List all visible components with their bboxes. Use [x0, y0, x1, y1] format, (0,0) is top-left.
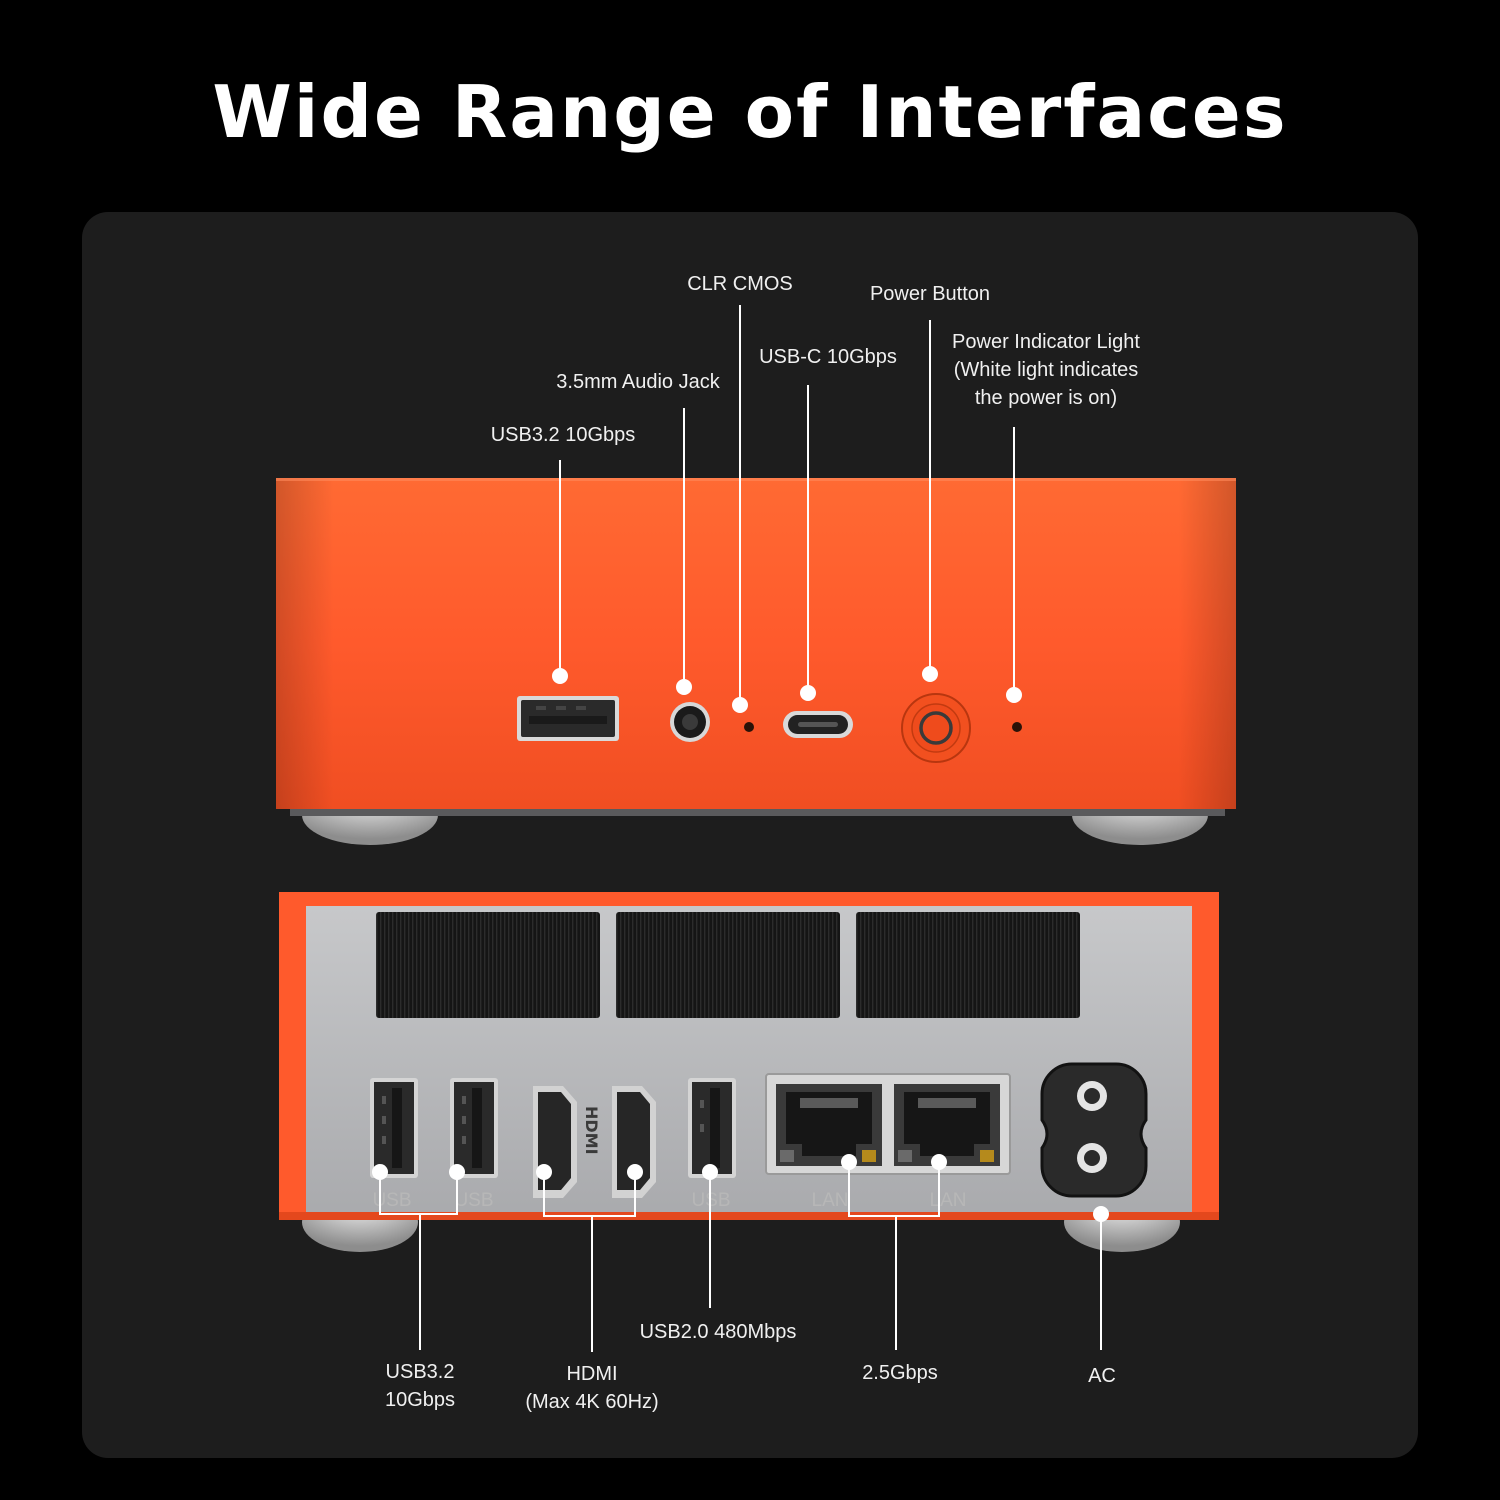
- label-ac: AC: [1088, 1365, 1116, 1387]
- usb32-rear-line-1: USB3.2: [385, 1361, 455, 1383]
- rear-usb32-port-1: [370, 1078, 418, 1178]
- rear-usb20-port: [688, 1078, 736, 1178]
- hdmi-logo: HDMI: [582, 1106, 601, 1155]
- power-indicator-line-1: Power Indicator Light: [952, 331, 1140, 353]
- lan-port-label-2: LAN: [930, 1190, 967, 1211]
- lan-port-label-1: LAN: [812, 1190, 849, 1211]
- label-power-button: Power Button: [869, 283, 991, 305]
- label-usb32-front: USB3.2 10Gbps: [490, 424, 636, 446]
- vent-center: [616, 912, 840, 1018]
- label-usb20: USB2.0 480Mbps: [639, 1321, 797, 1343]
- usb-port-label-2: USB: [454, 1190, 493, 1211]
- label-clr-cmos: CLR CMOS: [687, 273, 793, 295]
- rear-usb32-port-2: [450, 1078, 498, 1178]
- label-usbc: USB-C 10Gbps: [759, 346, 897, 368]
- front-callout-lines: [559, 305, 1015, 705]
- rear-unit: HDMI: [279, 892, 1219, 1352]
- label-lan-speed: 2.5Gbps: [862, 1362, 938, 1384]
- label-power-indicator: Power Indicator Light (White light indic…: [926, 328, 1166, 412]
- label-usb32-rear: USB3.2 10Gbps: [340, 1358, 500, 1414]
- usb32-rear-line-2: 10Gbps: [384, 1389, 456, 1411]
- vent-left: [376, 912, 600, 1018]
- ac-inlet: [1040, 1062, 1148, 1198]
- product-panel: [82, 212, 1418, 1458]
- audio-jack-port: [670, 702, 710, 742]
- power-indicator-light: [1012, 722, 1022, 732]
- rear-callout-lines: [379, 1162, 1102, 1352]
- label-audio-jack: 3.5mm Audio Jack: [556, 371, 720, 393]
- clr-cmos-hole: [744, 722, 754, 732]
- hdmi-port-1: [533, 1086, 577, 1198]
- hdmi-port-2: [612, 1086, 656, 1198]
- front-callout-dots: [552, 666, 1022, 713]
- front-unit: [276, 305, 1236, 845]
- lan-port-1: [776, 1084, 882, 1166]
- power-indicator-line-2: (White light indicates: [953, 359, 1139, 381]
- label-hdmi: HDMI (Max 4K 60Hz): [497, 1360, 687, 1416]
- hdmi-line-1: HDMI: [566, 1363, 618, 1385]
- front-usbc-port: [783, 711, 853, 738]
- usb-port-label-1: USB: [372, 1190, 411, 1211]
- power-indicator-line-3: the power is on): [974, 387, 1118, 409]
- page-title: Wide Range of Interfaces: [212, 70, 1288, 154]
- lan-port-block: [765, 1073, 1011, 1175]
- lan-port-2: [894, 1084, 1000, 1166]
- rear-callout-dots: [372, 1154, 1109, 1222]
- power-button: [901, 693, 971, 763]
- hdmi-line-2: (Max 4K 60Hz): [525, 1391, 659, 1413]
- vent-right: [856, 912, 1080, 1018]
- front-usb-a-port: [517, 696, 619, 741]
